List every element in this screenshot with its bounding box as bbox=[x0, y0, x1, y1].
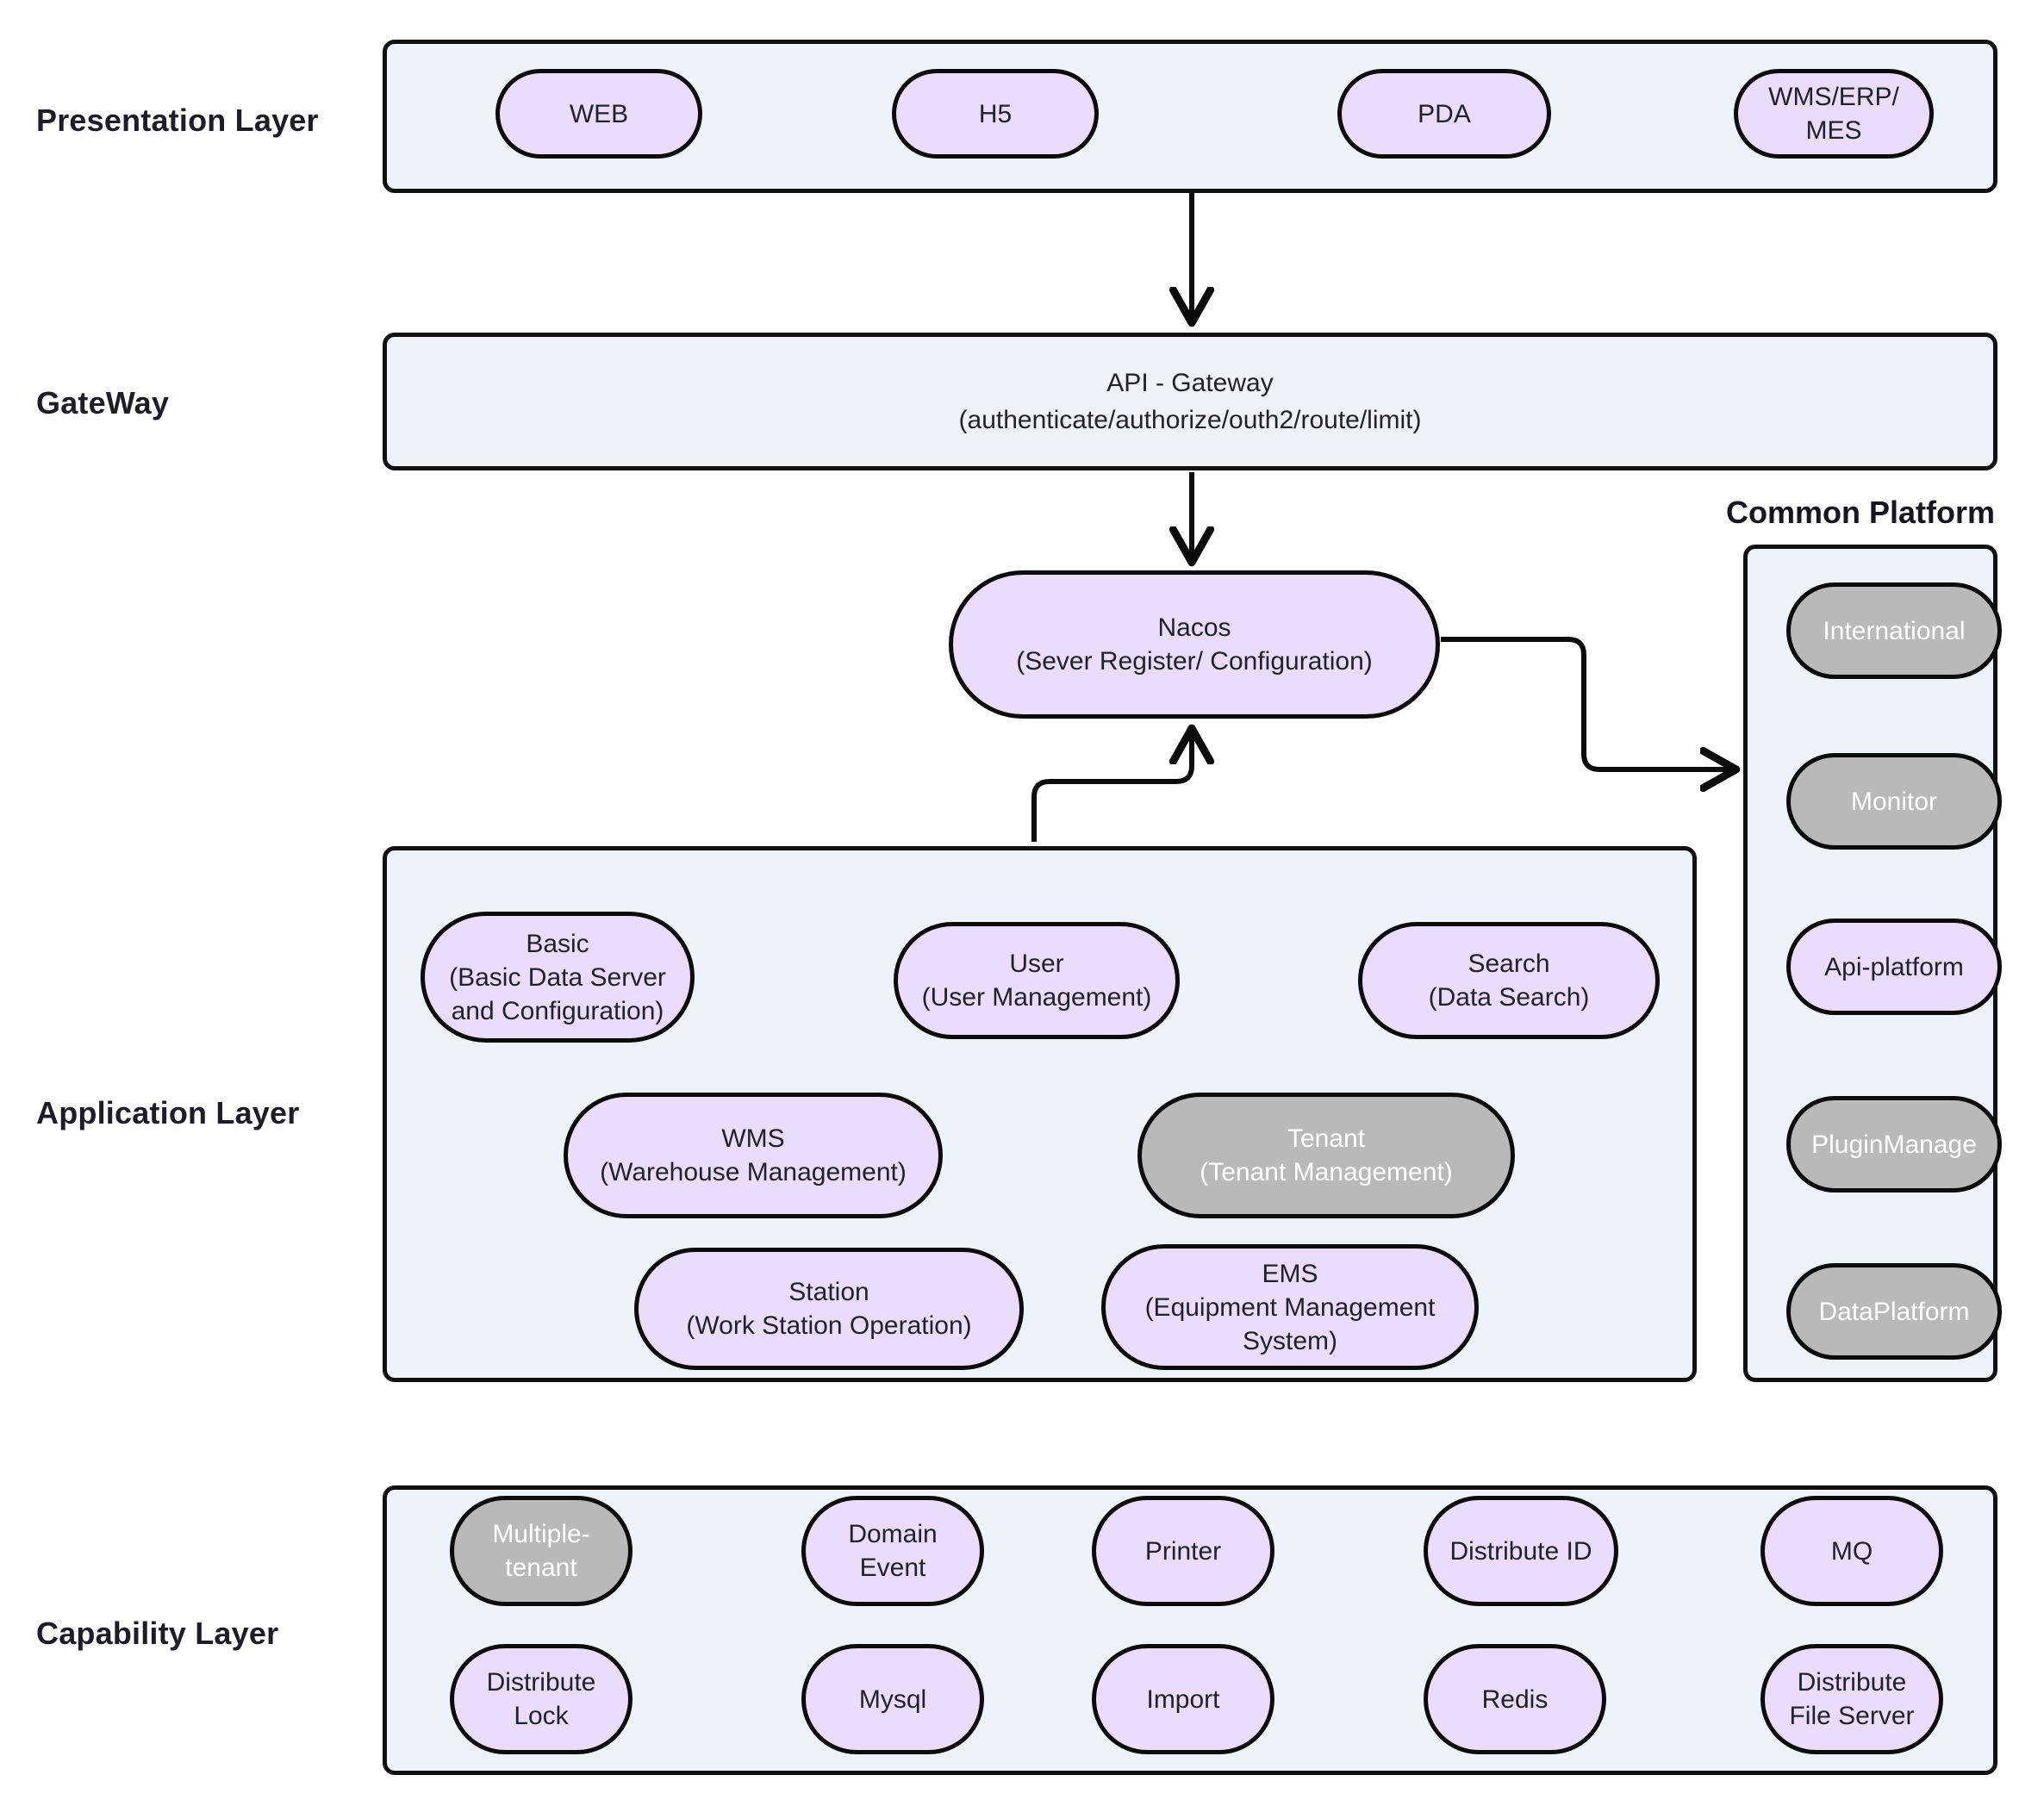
node-label: Printer bbox=[1144, 1536, 1222, 1566]
node-label: DataPlatform bbox=[1818, 1297, 1970, 1326]
capability-node-printer[interactable]: Printer bbox=[1092, 1496, 1274, 1606]
capability-node-distribute-id[interactable]: Distribute ID bbox=[1424, 1496, 1618, 1606]
node-label: PluginManage bbox=[1811, 1130, 1977, 1159]
capability-node-mysql[interactable]: Mysql bbox=[801, 1644, 984, 1754]
common-platform-title: Common Platform bbox=[1726, 495, 1996, 530]
capability-node-multiple-tenant[interactable]: Multiple-tenant bbox=[450, 1496, 633, 1606]
layer-label-presentation-layer: Presentation Layer bbox=[36, 103, 319, 138]
connector-nacos-to-common-platform bbox=[1441, 637, 1732, 769]
layer-label-application-layer: Application Layer bbox=[36, 1095, 300, 1130]
connector-application-to-nacos bbox=[1031, 732, 1192, 842]
common-platform-node-api-platform[interactable]: Api-platform bbox=[1786, 919, 2002, 1015]
node-label: PDA bbox=[1418, 99, 1471, 128]
node-label: Distribute ID bbox=[1449, 1536, 1592, 1566]
layer-label-capability-layer: Capability Layer bbox=[36, 1616, 279, 1651]
node-label: Multiple-tenant bbox=[492, 1520, 590, 1582]
node-label: Mysql bbox=[858, 1685, 927, 1714]
node-label: Redis bbox=[1481, 1685, 1549, 1714]
node-label: WEB bbox=[569, 99, 629, 128]
gateway-label: API - Gateway(authenticate/authorize/out… bbox=[958, 368, 1422, 435]
application-node-tenant-tenant-management[interactable]: Tenant(Tenant Management) bbox=[1137, 1093, 1515, 1218]
node-label: Tenant(Tenant Management) bbox=[1200, 1124, 1453, 1186]
node-label: Station(Work Station Operation) bbox=[686, 1278, 972, 1340]
application-node-wms-warehouse-management[interactable]: WMS(Warehouse Management) bbox=[564, 1093, 943, 1218]
gateway-panel: API - Gateway(authenticate/authorize/out… bbox=[383, 333, 1997, 470]
common-platform-node-monitor[interactable]: Monitor bbox=[1786, 753, 2002, 850]
node-label: Nacos(Sever Register/ Configuration) bbox=[1016, 613, 1373, 676]
node-label: Api-platform bbox=[1824, 952, 1964, 981]
presentation-node-pda[interactable]: PDA bbox=[1337, 69, 1551, 159]
presentation-node-wms-erp-mes[interactable]: WMS/ERP/MES bbox=[1734, 69, 1934, 159]
layer-label-gateway: GateWay bbox=[36, 385, 170, 420]
service-registry-node-nacos-sever-register-configuration[interactable]: Nacos(Sever Register/ Configuration) bbox=[949, 570, 1440, 719]
node-label: International bbox=[1823, 616, 1966, 645]
node-label: H5 bbox=[978, 99, 1013, 128]
presentation-node-web[interactable]: WEB bbox=[495, 69, 702, 159]
common-platform-node-international[interactable]: International bbox=[1786, 582, 2002, 679]
node-label: Import bbox=[1146, 1685, 1220, 1714]
presentation-node-h5[interactable]: H5 bbox=[892, 69, 1099, 159]
capability-node-mq[interactable]: MQ bbox=[1760, 1496, 1943, 1606]
node-label: WMS(Warehouse Management) bbox=[600, 1124, 907, 1186]
application-node-user-user-management[interactable]: User(User Management) bbox=[894, 922, 1180, 1039]
common-platform-node-dataplatform[interactable]: DataPlatform bbox=[1786, 1263, 2002, 1360]
node-label: Search(Data Search) bbox=[1428, 950, 1590, 1012]
application-node-station-work-station-operation[interactable]: Station(Work Station Operation) bbox=[634, 1248, 1024, 1370]
common-platform-node-pluginmanage[interactable]: PluginManage bbox=[1786, 1096, 2002, 1193]
node-label: Monitor bbox=[1850, 787, 1938, 816]
node-label: WMS/ERP/MES bbox=[1768, 83, 1899, 145]
application-node-search-data-search[interactable]: Search(Data Search) bbox=[1358, 922, 1660, 1039]
node-label: User(User Management) bbox=[921, 950, 1152, 1012]
node-label: MQ bbox=[1830, 1536, 1873, 1566]
capability-node-import[interactable]: Import bbox=[1092, 1644, 1274, 1754]
capability-node-redis[interactable]: Redis bbox=[1424, 1644, 1606, 1754]
